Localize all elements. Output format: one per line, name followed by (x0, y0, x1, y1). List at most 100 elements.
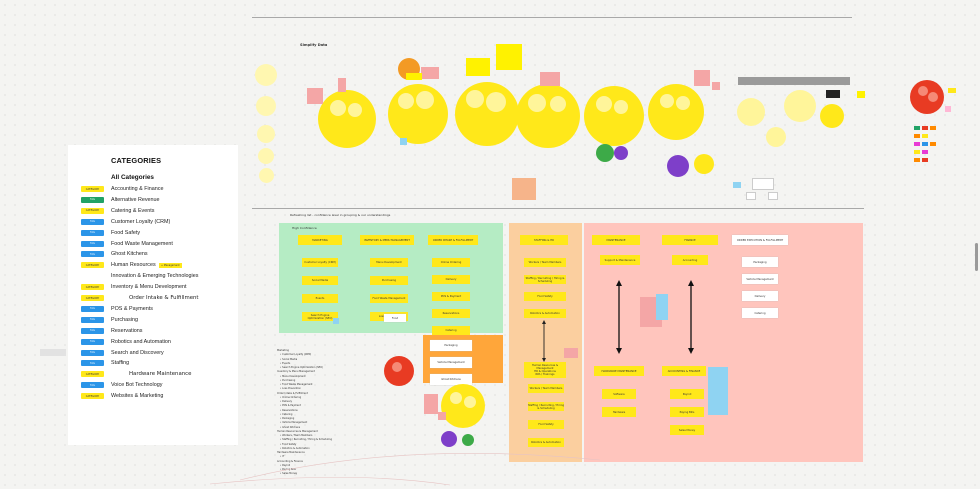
card-food[interactable]: Food (384, 314, 406, 322)
sticky-note[interactable] (694, 70, 710, 86)
card-item[interactable]: Hardware (602, 407, 636, 417)
sticky-note[interactable] (922, 150, 928, 154)
header-order-intake[interactable]: ORDER INTAKE & FULFILLMENT (428, 235, 478, 245)
sticky-note[interactable] (922, 158, 928, 162)
sticky-note[interactable] (930, 126, 936, 130)
header-maintenance[interactable]: MAINTENANCE (592, 235, 640, 245)
cluster-staffing[interactable] (516, 84, 580, 148)
sticky-note[interactable] (512, 178, 536, 200)
card-item[interactable]: Packaging (742, 257, 778, 267)
sticky-note[interactable] (307, 88, 323, 104)
sticky-note[interactable] (496, 44, 522, 70)
card-item[interactable]: Sales Money (670, 425, 704, 435)
header-hardware-maintenance[interactable]: HARDWARE MAINTENANCE (594, 366, 644, 376)
card-item[interactable]: Online Ordering (432, 258, 470, 267)
card-item[interactable]: Purchasing (370, 276, 408, 285)
cluster-yellow-small[interactable] (694, 154, 714, 174)
sticky-note[interactable] (712, 82, 720, 90)
cluster-finance[interactable] (648, 84, 704, 140)
card-item[interactable]: Menu Development (370, 258, 408, 267)
cluster-green[interactable] (596, 144, 614, 162)
sticky-note[interactable] (914, 142, 920, 146)
sticky-note[interactable] (438, 412, 446, 420)
card-item[interactable]: Ghost Kitchens (430, 374, 472, 385)
sticky-note[interactable] (656, 294, 668, 320)
cluster-maintenance[interactable] (584, 86, 644, 146)
card-support[interactable]: Support & Maintenance (600, 255, 640, 265)
header-finance[interactable]: FINANCE (662, 235, 718, 245)
sticky-note[interactable] (922, 142, 928, 146)
sticky-note[interactable] (466, 58, 490, 76)
sticky-note[interactable] (857, 91, 865, 98)
card-item[interactable]: Workers / Team Members (524, 258, 566, 267)
cluster-inner[interactable] (737, 98, 765, 126)
sticky-note[interactable] (540, 72, 560, 86)
sticky-note[interactable] (333, 318, 339, 324)
header-staffing[interactable]: STAFFING & HR (520, 235, 568, 245)
sticky-note[interactable] (930, 142, 936, 146)
cluster-circle[interactable] (257, 125, 275, 143)
sticky-note[interactable] (948, 88, 956, 93)
card-accounting[interactable]: Accounting (672, 255, 708, 265)
card-item[interactable]: Customer Loyalty (CRM) (302, 258, 338, 267)
sticky-note[interactable] (914, 134, 920, 138)
sticky-note[interactable] (733, 182, 741, 188)
cluster-marketing[interactable] (318, 90, 376, 148)
sticky-note[interactable] (400, 138, 407, 145)
card-item[interactable]: Food Safety (528, 420, 564, 429)
all-categories-label[interactable]: All Categories (111, 174, 154, 181)
header-accounting-finance[interactable]: ACCOUNTING & FINANCE (662, 366, 706, 376)
card-item[interactable]: Payroll (670, 389, 704, 399)
sticky-note[interactable] (914, 150, 920, 154)
cluster-purple[interactable] (667, 155, 689, 177)
cluster-purple[interactable] (614, 146, 628, 160)
card-item[interactable]: Search Engine Optimization (SEO) (302, 312, 338, 321)
sticky-note[interactable] (421, 67, 439, 79)
cluster-inner[interactable] (766, 127, 786, 147)
card-item[interactable]: Software (602, 389, 636, 399)
cluster-circle[interactable] (259, 168, 274, 183)
sticky-note[interactable] (914, 158, 920, 162)
cluster-circle[interactable] (256, 96, 276, 116)
note-card[interactable] (40, 349, 66, 356)
card-item[interactable]: Staffing / Recruiting / Hiring & Schedul… (528, 402, 565, 411)
card-item[interactable]: Events (302, 294, 338, 303)
sticky-note[interactable] (914, 126, 920, 130)
header-inventory[interactable]: INVENTORY & MENU MANAGEMENT (360, 235, 414, 245)
card-item[interactable]: Food Waste Management (370, 294, 408, 303)
card-item[interactable]: Packaging (430, 340, 472, 351)
sticky-note[interactable] (922, 126, 928, 130)
cluster-circle[interactable] (258, 148, 274, 164)
card-item[interactable]: Reservations (432, 309, 470, 318)
card-item[interactable]: Robotics & Automation (524, 309, 566, 318)
sticky-note[interactable] (922, 134, 928, 138)
sticky-note[interactable] (406, 73, 422, 80)
card-item[interactable]: Delivery (432, 275, 470, 284)
vertical-scrollbar[interactable] (975, 243, 978, 271)
card-item[interactable]: Paying Bills (670, 407, 704, 417)
card-item[interactable]: Vehicle Management (430, 357, 472, 368)
card-item[interactable]: Robotics & Automation (528, 438, 564, 447)
card-item[interactable]: POS & Payment (432, 292, 470, 301)
header-hr-management[interactable]: Human Resources & Management HR & Operat… (524, 362, 566, 378)
card-item[interactable]: Social Media (302, 276, 338, 285)
cluster-order-intake[interactable] (455, 82, 519, 146)
